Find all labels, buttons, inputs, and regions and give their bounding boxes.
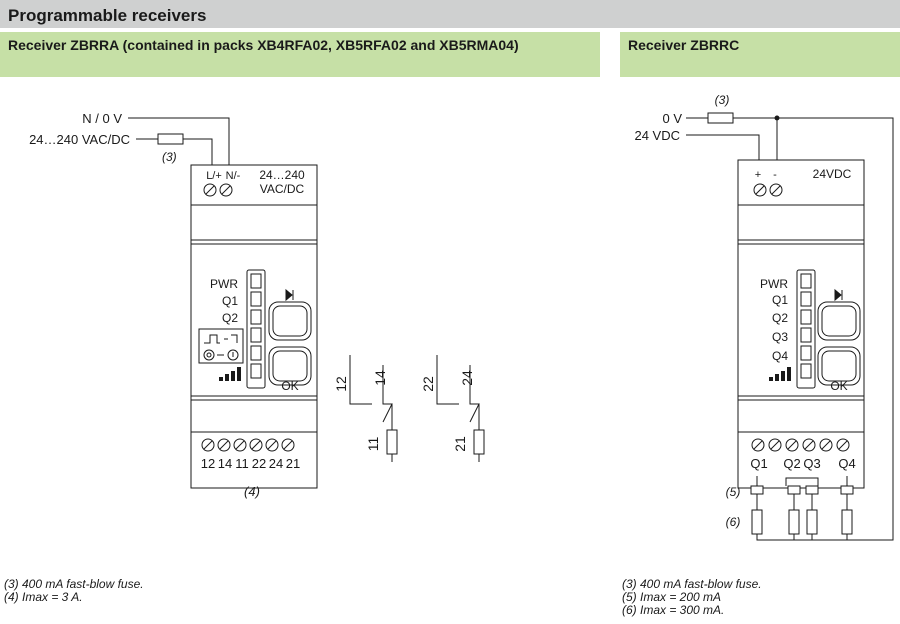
zbrra-ok-button[interactable] — [268, 346, 312, 386]
zbrra-terminal-label: 12 — [201, 456, 215, 471]
zbrrc-fuse — [707, 112, 734, 124]
zbrra-led-label-q1: Q1 — [222, 294, 238, 308]
zbrra-terminal-label: 24 — [269, 456, 283, 471]
zbrrc-signal-strength-icon — [769, 367, 791, 381]
zbrra-terminal-label: 22 — [252, 456, 266, 471]
zbrrc-output-label: Q3 — [803, 456, 820, 471]
section-title-zbrrc: Receiver ZBRRC — [628, 37, 740, 53]
zbrrc-select-button[interactable] — [817, 301, 861, 341]
zbrrc-diagram: (3) 0 V 24 VDC + - 24VDC PWR Q1 Q2 Q3 Q4 — [634, 93, 894, 541]
zbrrc-tag-5: (5) — [726, 485, 741, 499]
zbrrc-output-terminals — [751, 438, 850, 452]
zbrra-terminal-label: 14 — [218, 456, 232, 471]
zbrrc-led-label-q4: Q4 — [772, 349, 788, 363]
zbrrc-plus-wire — [686, 134, 760, 162]
zbrra-neutral-wire — [128, 117, 230, 168]
section-header-zbrrc: Receiver ZBRRC — [620, 32, 900, 77]
zbrra-led-label-pwr: PWR — [210, 277, 238, 291]
zbrra-rating-line2: VAC/DC — [260, 182, 305, 196]
zbrrc-ok-label: OK — [830, 379, 847, 393]
zbrrc-tag-6: (6) — [726, 515, 741, 529]
zbrrc-output-fuses-and-loads — [750, 476, 854, 540]
zbrrc-led-column — [796, 269, 816, 389]
zbrrc-note: (5) Imax = 200 mA — [622, 590, 722, 604]
zbrrc-led-label-q1: Q1 — [772, 293, 788, 307]
zbrra-note: (4) Imax = 3 A. — [4, 590, 83, 604]
zbrra-terminal-tag: (4) — [244, 484, 260, 499]
zbrra-supply-bottom-label: 24…240 VAC/DC — [29, 132, 130, 147]
zbrrc-note: (6) Imax = 300 mA. — [622, 603, 725, 617]
section-header-zbrra: Receiver ZBRRA (contained in packs XB4RF… — [0, 32, 600, 77]
zbrra-fuse — [157, 133, 184, 145]
zbrrc-rating-label: 24VDC — [813, 167, 852, 181]
zbrra-terminal-label: 21 — [286, 456, 300, 471]
zbrrc-fuse-tag: (3) — [715, 93, 730, 107]
zbrra-ok-label: OK — [281, 379, 298, 393]
page-title: Programmable receivers — [8, 6, 207, 25]
zbrrc-led-label-q3: Q3 — [772, 330, 788, 344]
zbrra-fuse-tag: (3) — [162, 150, 177, 164]
zbrrc-led-label-pwr: PWR — [760, 277, 788, 291]
relay-contact-a — [349, 355, 398, 462]
zbrrc-note: (3) 400 mA fast-blow fuse. — [622, 577, 762, 591]
zbrra-mode-icon — [198, 328, 244, 364]
contact-b-label-com: 21 — [452, 436, 468, 452]
zbrra-terminal-l-label: L/+ — [206, 170, 222, 182]
zbrra-note: (3) 400 mA fast-blow fuse. — [4, 577, 144, 591]
zbrra-signal-strength-icon — [219, 367, 241, 381]
zbrra-led-column — [246, 269, 266, 389]
zbrrc-terminal-plus-label: + — [755, 169, 761, 181]
contact-a-label-nc: 12 — [333, 376, 349, 392]
contact-b-label-nc: 22 — [420, 376, 436, 392]
relay-contact-b — [436, 355, 485, 462]
zbrra-next-arrow-icon — [285, 288, 294, 302]
contact-b-label-no: 24 — [459, 370, 475, 386]
zbrrc-output-label: Q4 — [838, 456, 855, 471]
zbrra-supply-top-label: N / 0 V — [82, 111, 122, 126]
zbrrc-output-label: Q2 — [783, 456, 800, 471]
zbrra-rating-line1: 24…240 — [259, 168, 305, 182]
zbrra-output-terminals — [201, 438, 295, 452]
title-bar: Programmable receivers — [0, 0, 900, 28]
zbrra-terminal-n-label: N/- — [226, 170, 241, 182]
contact-a-label-no: 14 — [372, 370, 388, 386]
zbrrc-output-label: Q1 — [750, 456, 767, 471]
zbrrc-supply-terminals — [753, 183, 783, 197]
zbrrc-ok-button[interactable] — [817, 346, 861, 386]
section-title-zbrra: Receiver ZBRRA (contained in packs XB4RF… — [8, 37, 519, 53]
zbrrc-terminal-minus-label: - — [773, 169, 777, 181]
zbrra-diagram: N / 0 V 24…240 VAC/DC (3) L/+ N/- 24…240… — [29, 111, 485, 499]
zbrrc-led-label-q2: Q2 — [772, 311, 788, 325]
zbrrc-notes: (3) 400 mA fast-blow fuse. (5) Imax = 20… — [622, 578, 762, 617]
zbrrc-supply-top-label: 0 V — [662, 111, 682, 126]
zbrra-line-wire — [136, 138, 213, 168]
zbrra-notes: (3) 400 mA fast-blow fuse. (4) Imax = 3 … — [4, 578, 144, 604]
zbrrc-supply-bottom-label: 24 VDC — [634, 128, 680, 143]
zbrrc-next-arrow-icon — [834, 288, 843, 302]
contact-a-label-com: 11 — [365, 437, 381, 452]
zbrra-supply-terminals — [203, 183, 233, 197]
zbrra-led-label-q2: Q2 — [222, 311, 238, 325]
zbrra-terminal-label: 11 — [235, 456, 249, 471]
zbrra-select-button[interactable] — [268, 301, 312, 341]
